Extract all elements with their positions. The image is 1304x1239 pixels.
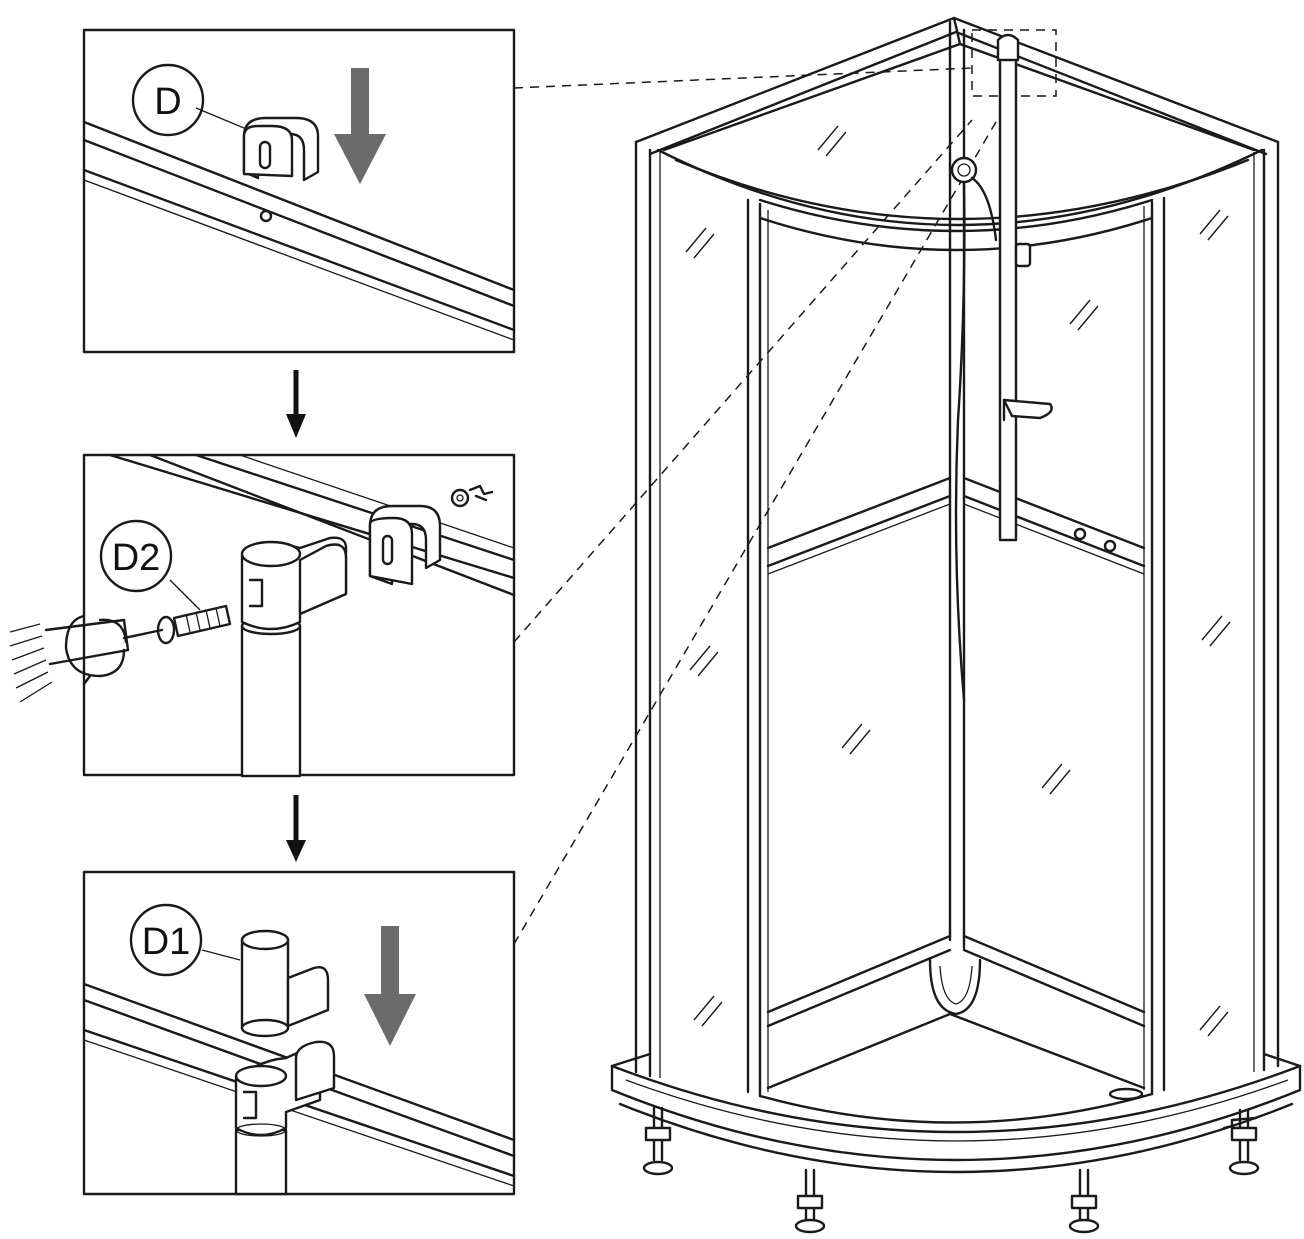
shower-head-icon <box>950 156 998 702</box>
leg-icon <box>1068 1168 1100 1234</box>
leg-icon <box>1222 1108 1260 1176</box>
pipe-connector-installed <box>234 1040 336 1196</box>
screw-d2 <box>156 604 232 645</box>
adjustable-legs <box>642 1106 1260 1234</box>
label-d1-text: D1 <box>142 921 191 963</box>
detail-panel-3: D1 <box>82 870 516 1196</box>
washer-nut <box>450 484 494 508</box>
bracket-d <box>242 116 320 182</box>
pipe-connector-d1 <box>240 536 348 778</box>
leg-icon <box>794 1168 826 1234</box>
left-side-panel <box>634 140 769 1098</box>
down-arrow-gray-1 <box>334 68 386 184</box>
detail-panel-2: D2 <box>9 453 516 778</box>
step-arrow-2 <box>286 795 306 862</box>
shower-tray <box>610 1012 1302 1174</box>
label-d-text: D <box>154 81 181 123</box>
leg-icon <box>642 1106 674 1176</box>
bracket-d-installed <box>368 504 442 586</box>
top-frame <box>634 16 1280 252</box>
label-d2-text: D2 <box>112 537 161 579</box>
step-arrow-1 <box>286 370 306 438</box>
label-d1: D1 <box>129 903 203 977</box>
down-arrow-gray-3 <box>364 926 416 1046</box>
top-rail <box>82 120 516 341</box>
connector-d1 <box>240 929 330 1038</box>
drain-icon <box>928 958 982 1016</box>
detail-panel-1: D <box>82 28 516 354</box>
right-side-panel <box>1143 140 1280 1096</box>
label-d2: D2 <box>99 519 173 593</box>
shower-enclosure <box>610 16 1302 1234</box>
label-d: D <box>131 63 205 137</box>
back-wall-rails <box>766 476 1146 575</box>
glass-marks <box>685 125 1231 1037</box>
back-wall-bottom <box>766 934 1146 1028</box>
shower-column <box>996 33 1053 542</box>
top-rail-2 <box>108 453 516 597</box>
screwdriver-icon <box>9 614 164 703</box>
